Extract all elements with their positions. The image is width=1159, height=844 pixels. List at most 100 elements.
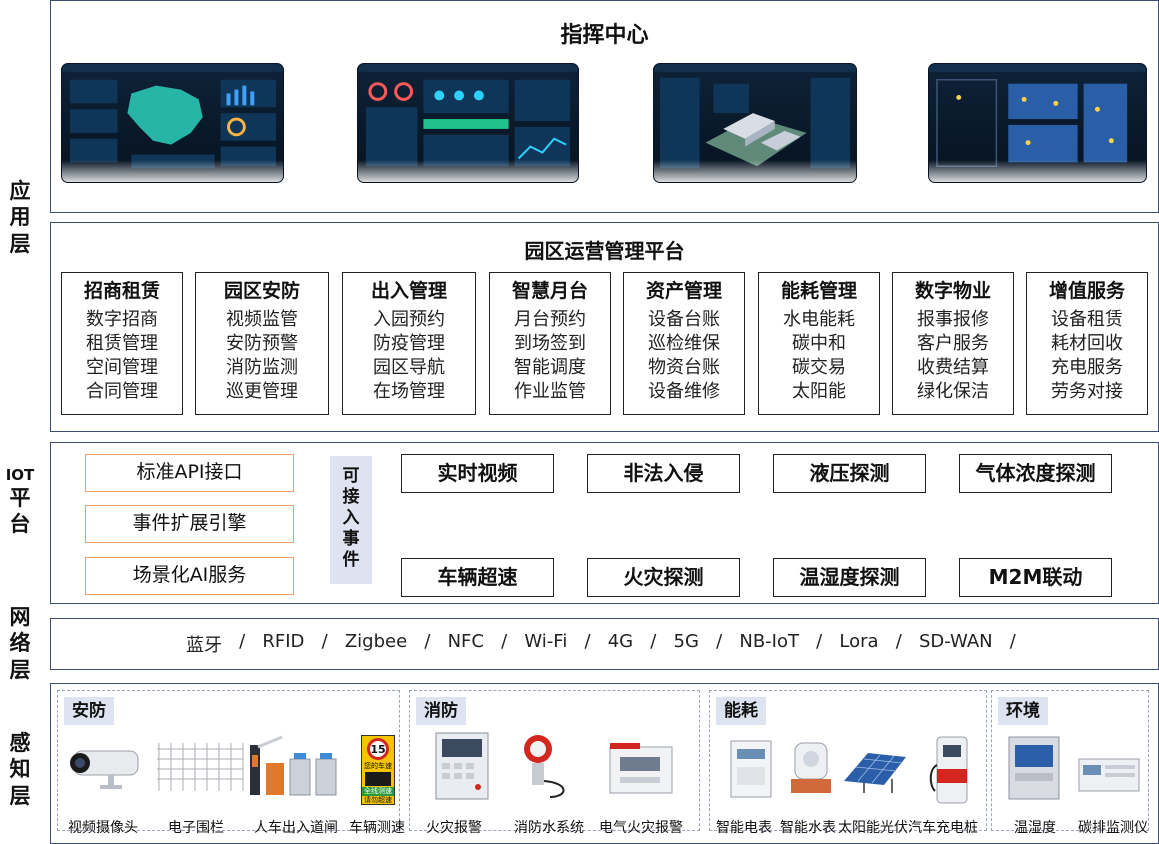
solar-panel-icon (844, 753, 906, 793)
electrical-alarm-icon (609, 743, 673, 794)
protocol-separator: / (798, 631, 840, 652)
sensing-layer-panel: 安防 视频摄像头 电子围栏 (50, 683, 1159, 844)
module-8[interactable]: 增值服务设备租赁耗材回收充电服务劳务对接 (1026, 272, 1148, 415)
camera-icon (70, 750, 139, 789)
layer-label-sensing: 感知层 (0, 730, 40, 809)
module-item: 在场管理 (373, 381, 445, 402)
device-label-camera: 视频摄像头 (68, 820, 138, 836)
carbon-monitor-icon (1078, 758, 1140, 792)
protocol-item: Zigbee (344, 631, 408, 652)
module-item: 碳交易 (792, 357, 846, 378)
module-item: 设备台账 (648, 309, 720, 330)
protocol-item: RFID (262, 631, 305, 652)
device-label-electric-meter: 智能电表 (716, 820, 772, 836)
layer-label-char: 层 (9, 657, 31, 682)
fire-panel-icon (435, 732, 489, 800)
device-electric-meter (728, 739, 774, 799)
service-api[interactable]: 标准API接口 (85, 454, 294, 492)
module-item: 防疫管理 (373, 333, 445, 354)
event-events_row2-1[interactable]: 火灾探测 (587, 558, 740, 597)
connector-char: 事 (342, 529, 360, 549)
event-events_row1-2[interactable]: 液压探测 (773, 454, 926, 493)
group-tag-environment: 环境 (998, 697, 1048, 725)
event-events_row1-3[interactable]: 气体浓度探测 (959, 454, 1112, 493)
module-6[interactable]: 能耗管理水电能耗碳中和碳交易太阳能 (758, 272, 880, 415)
module-item: 安防预警 (226, 333, 298, 354)
temperature-sensor-icon (1008, 736, 1060, 800)
module-item: 园区导航 (373, 357, 445, 378)
device-label-temp-humidity: 温湿度 (1014, 820, 1056, 836)
module-item: 绿化保洁 (917, 381, 989, 402)
module-item: 物资台账 (648, 357, 720, 378)
speed-sign-line2: 全线测速 (362, 787, 394, 796)
module-item: 入园预约 (373, 309, 445, 330)
protocol-separator: / (878, 631, 919, 652)
layer-label-network: 网络层 (0, 604, 40, 683)
module-item: 巡更管理 (226, 381, 298, 402)
protocol-separator: / (992, 631, 1034, 652)
module-1[interactable]: 招商租赁数字招商租赁管理空间管理合同管理 (61, 272, 183, 415)
device-camera (66, 735, 150, 795)
dashboard-screen-china-map[interactable] (61, 63, 284, 183)
module-title: 数字物业 (914, 280, 991, 302)
connector-char: 件 (342, 550, 360, 570)
module-5[interactable]: 资产管理设备台账巡检维保物资台账设备维修 (623, 272, 745, 415)
module-4[interactable]: 智慧月台月台预约到场签到智能调度作业监管 (489, 272, 611, 415)
protocol-separator: / (698, 631, 740, 652)
connector-char: 入 (342, 508, 360, 528)
network-layer-panel: 蓝牙 / RFID / Zigbee / NFC / Wi-Fi / 4G / … (50, 618, 1159, 670)
module-7[interactable]: 数字物业报事报修客户服务收费结算绿化保洁 (892, 272, 1014, 415)
protocol-item: Lora (839, 631, 879, 652)
layer-label-part: IOT (5, 466, 35, 484)
event-events_row2-3[interactable]: M2M联动 (959, 558, 1112, 597)
module-title: 资产管理 (645, 280, 722, 302)
protocol-item: 4G (607, 631, 634, 652)
module-item: 充电服务 (1051, 357, 1123, 378)
event-events_row1-1[interactable]: 非法入侵 (587, 454, 740, 493)
ev-charger-icon (929, 736, 968, 804)
event-events_row2-2[interactable]: 温湿度探测 (773, 558, 926, 597)
layer-label-char: 感 (9, 731, 31, 755)
module-3[interactable]: 出入管理入园预约防疫管理园区导航在场管理 (342, 272, 476, 415)
command-center-title: 指挥中心 (560, 23, 649, 48)
module-2[interactable]: 园区安防视频监管安防预警消防监测巡更管理 (195, 272, 329, 415)
device-label-ev-charger: 汽车充电桩 (908, 820, 978, 836)
module-item: 劳务对接 (1051, 381, 1123, 402)
protocol-separator: / (483, 631, 525, 652)
module-item: 数字招商 (86, 309, 158, 330)
dashboard-screen-3d-park[interactable] (653, 63, 857, 183)
device-electrical-fire (606, 741, 676, 795)
gate-icon (250, 735, 337, 796)
protocol-list: 蓝牙 / RFID / Zigbee / NFC / Wi-Fi / 4G / … (51, 631, 1158, 657)
module-item: 视频监管 (226, 309, 298, 330)
device-ev-charger (928, 735, 976, 807)
dashboard-screen-floor-plan[interactable] (928, 63, 1147, 183)
group-security: 安防 视频摄像头 电子围栏 (57, 690, 405, 836)
layer-label-char: 用 (9, 205, 31, 230)
protocol-item: NB-IoT (739, 631, 799, 652)
device-fence (154, 735, 246, 795)
service-event-engine[interactable]: 事件扩展引擎 (85, 505, 294, 543)
service-ai[interactable]: 场景化AI服务 (85, 557, 294, 595)
layer-label-char: 网 (9, 605, 31, 629)
dashboard-screen-gauges[interactable] (357, 63, 579, 183)
device-label-carbon-monitor: 碳排监测仪 (1078, 820, 1148, 836)
event-events_row1-0[interactable]: 实时视频 (401, 454, 554, 493)
event-events_row2-0[interactable]: 车辆超速 (401, 558, 554, 597)
layer-label-char: 层 (9, 231, 31, 256)
device-fire-water (510, 731, 580, 801)
layer-label-char: 知 (9, 757, 31, 782)
module-item: 设备维修 (648, 381, 720, 402)
module-item: 智能调度 (514, 357, 586, 378)
module-title: 智慧月台 (511, 280, 588, 302)
module-item: 设备租赁 (1051, 309, 1123, 330)
layer-label-app: 应用层 (0, 178, 40, 257)
connector-char: 接 (342, 487, 360, 507)
water-meter-icon (791, 742, 831, 793)
fence-icon (157, 743, 244, 791)
group-environment: 环境 温湿度 碳排监测仪 (991, 690, 1149, 836)
layer-label-char: 络 (9, 631, 31, 656)
module-item: 作业监管 (514, 381, 586, 402)
operations-platform-panel: 园区运营管理平台 招商租赁数字招商租赁管理空间管理合同管理园区安防视频监管安防预… (50, 222, 1159, 432)
